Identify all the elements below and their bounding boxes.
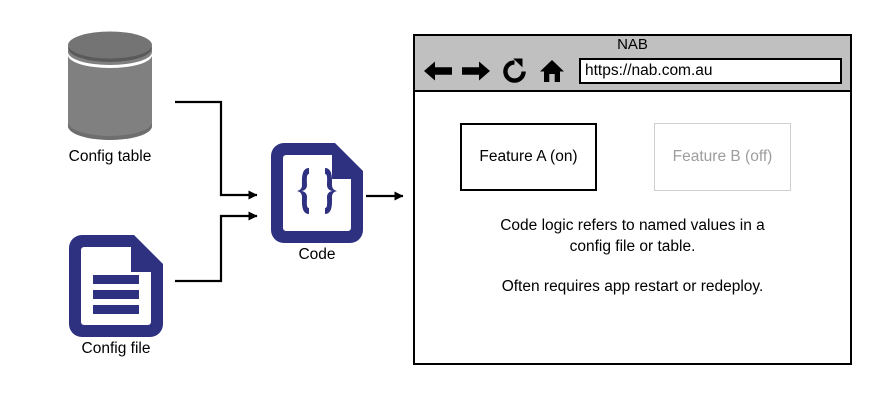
- content-paragraph-1-line-2: config file or table.: [569, 237, 696, 255]
- home-icon[interactable]: [535, 56, 569, 86]
- node-config-table: Config table: [62, 30, 158, 165]
- browser-window: NAB: [413, 34, 852, 365]
- node-code: Code: [268, 140, 366, 263]
- content-paragraph-1-line-1: Code logic refers to named values in a: [500, 217, 765, 234]
- reload-icon[interactable]: [497, 56, 531, 86]
- node-config-file-label: Config file: [81, 340, 151, 357]
- node-config-table-label: Config table: [68, 148, 152, 165]
- document-lines-icon: [69, 235, 163, 337]
- connector-config-table-to-code: [175, 100, 258, 200]
- content-paragraph-2: Often requires app restart or redeploy.: [501, 278, 764, 295]
- browser-page-content: Feature A (on) Feature B (off) Code logi…: [415, 92, 850, 363]
- browser-toolbar: https://nab.com.au: [415, 53, 850, 89]
- back-icon[interactable]: [421, 56, 455, 86]
- feature-a-toggle[interactable]: Feature A (on): [460, 123, 597, 191]
- database-cylinder-icon: [68, 31, 152, 140]
- browser-title-bar: NAB: [617, 36, 648, 53]
- content-paragraph-1: Code logic refers to named values in a c…: [415, 216, 850, 258]
- feature-b-label: Feature B (off): [672, 148, 773, 165]
- node-code-label: Code: [298, 246, 336, 263]
- browser-chrome: NAB: [415, 36, 850, 92]
- feature-b-toggle[interactable]: Feature B (off): [654, 123, 791, 191]
- url-input[interactable]: https://nab.com.au: [579, 58, 842, 84]
- code-braces-document-icon: [271, 143, 363, 243]
- feature-a-label: Feature A (on): [479, 148, 578, 165]
- forward-icon[interactable]: [459, 56, 493, 86]
- node-config-file: Config file: [66, 232, 166, 357]
- connector-config-file-to-code: [175, 211, 258, 283]
